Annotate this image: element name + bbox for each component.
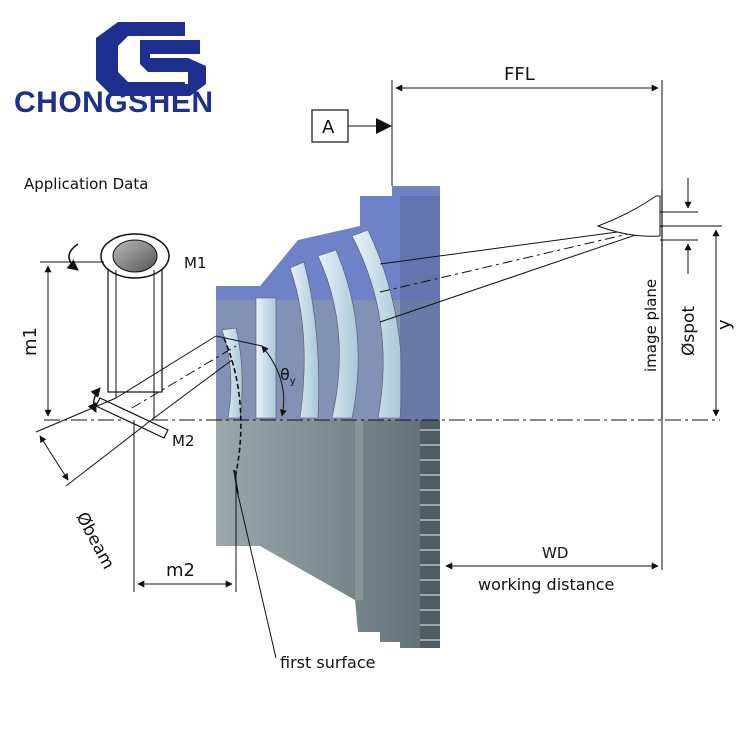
ffl-label: FFL xyxy=(504,64,535,85)
m1-dimension xyxy=(40,261,104,417)
spot-dimension xyxy=(660,178,698,274)
lens-housing xyxy=(216,420,440,648)
m2-mirror-label: M2 xyxy=(172,432,195,450)
spot-label: Øspot xyxy=(679,306,699,356)
mirror-m1 xyxy=(100,233,170,393)
working-distance-label: working distance xyxy=(478,575,614,594)
y-dimension xyxy=(662,225,722,417)
first-surface-label: first surface xyxy=(280,653,375,672)
m2-dimension xyxy=(133,420,237,592)
rotation-arrow-icon xyxy=(66,243,79,271)
lens-cutaway xyxy=(216,186,440,420)
ffl-dimension xyxy=(391,80,663,196)
image-plane-label: image plane xyxy=(642,279,660,372)
mirror-m2 xyxy=(95,397,169,439)
page-title: Application Data xyxy=(24,175,149,193)
m2-dim-label: m2 xyxy=(166,560,195,581)
datum-label: A xyxy=(322,117,335,138)
wd-label: WD xyxy=(542,544,568,562)
theta-angle xyxy=(215,335,287,417)
lens-element xyxy=(255,297,277,419)
datum-triangle-icon xyxy=(376,118,392,134)
lens-element xyxy=(317,249,359,419)
knurled-ring xyxy=(420,420,440,648)
beam-dimension xyxy=(35,397,155,487)
m1-dim-label: m1 xyxy=(20,327,41,356)
chongshen-logo xyxy=(96,22,206,96)
m1-mirror-label: M1 xyxy=(184,254,207,272)
lens-element xyxy=(221,327,243,419)
datum-a xyxy=(311,109,392,143)
first-surface-curve xyxy=(223,337,277,659)
input-beam xyxy=(115,270,237,419)
lens-element xyxy=(289,261,320,419)
brand-name: CHONGSHEN xyxy=(14,86,214,119)
theta-label: θy xyxy=(280,365,296,387)
output-beam xyxy=(379,195,663,323)
wd-dimension xyxy=(445,420,663,570)
beam-label: Øbeam xyxy=(72,509,119,573)
y-label: y xyxy=(714,319,735,330)
tilt-arrow-icon xyxy=(87,387,101,413)
